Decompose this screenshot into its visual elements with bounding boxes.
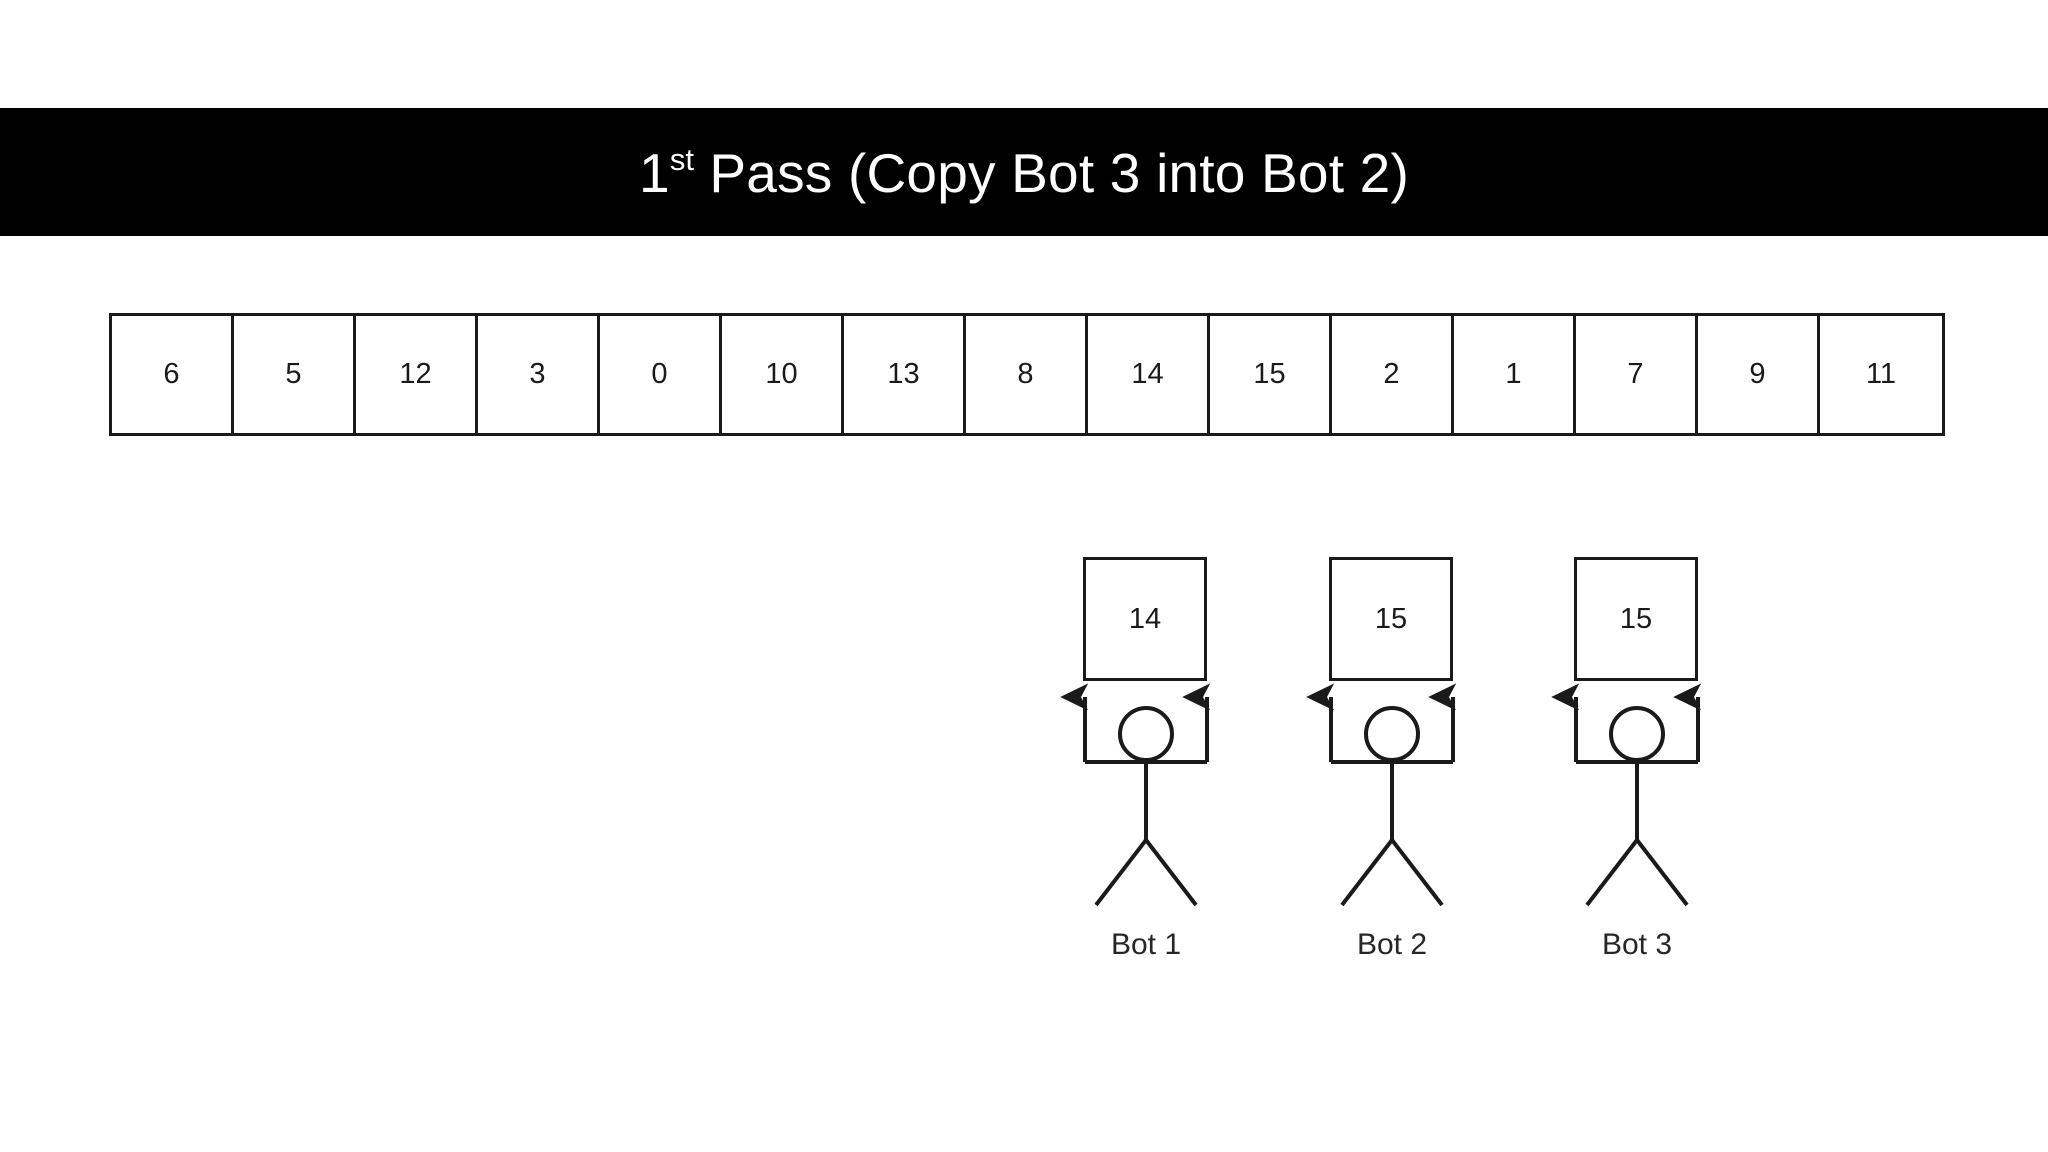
title-lead: 1: [639, 141, 670, 204]
title-banner: 1st Pass (Copy Bot 3 into Bot 2): [0, 108, 2048, 236]
array-cell[interactable]: 6: [112, 316, 234, 433]
array-cell[interactable]: 8: [966, 316, 1088, 433]
array-cell[interactable]: 9: [1698, 316, 1820, 433]
bot-label: Bot 2: [1356, 928, 1428, 961]
array-cell[interactable]: 5: [234, 316, 356, 433]
array-cell[interactable]: 13: [844, 316, 966, 433]
bot-held-value-box[interactable]: 14: [1083, 557, 1207, 681]
stick-figure-icon: [1551, 677, 1751, 907]
array-cell[interactable]: 3: [478, 316, 600, 433]
bot-held-value-box[interactable]: 15: [1574, 557, 1698, 681]
array-cell[interactable]: 1: [1454, 316, 1576, 433]
bot-held-value-box[interactable]: 15: [1329, 557, 1453, 681]
array-cell[interactable]: 0: [600, 316, 722, 433]
title-rest: Pass (Copy Bot 3 into Bot 2): [693, 141, 1409, 204]
array-cell[interactable]: 12: [356, 316, 478, 433]
array-cell[interactable]: 15: [1210, 316, 1332, 433]
stick-figure-icon: [1060, 677, 1260, 907]
array-cell[interactable]: 10: [722, 316, 844, 433]
bot-label: Bot 1: [1110, 928, 1182, 961]
array-cell[interactable]: 2: [1332, 316, 1454, 433]
page-title: 1st Pass (Copy Bot 3 into Bot 2): [639, 144, 1409, 201]
bot-label: Bot 3: [1601, 928, 1673, 961]
array-cell[interactable]: 11: [1820, 316, 1942, 433]
title-ordinal-suffix: st: [669, 141, 694, 177]
array-cell[interactable]: 7: [1576, 316, 1698, 433]
array-cell[interactable]: 14: [1088, 316, 1210, 433]
stick-figure-icon: [1306, 677, 1506, 907]
